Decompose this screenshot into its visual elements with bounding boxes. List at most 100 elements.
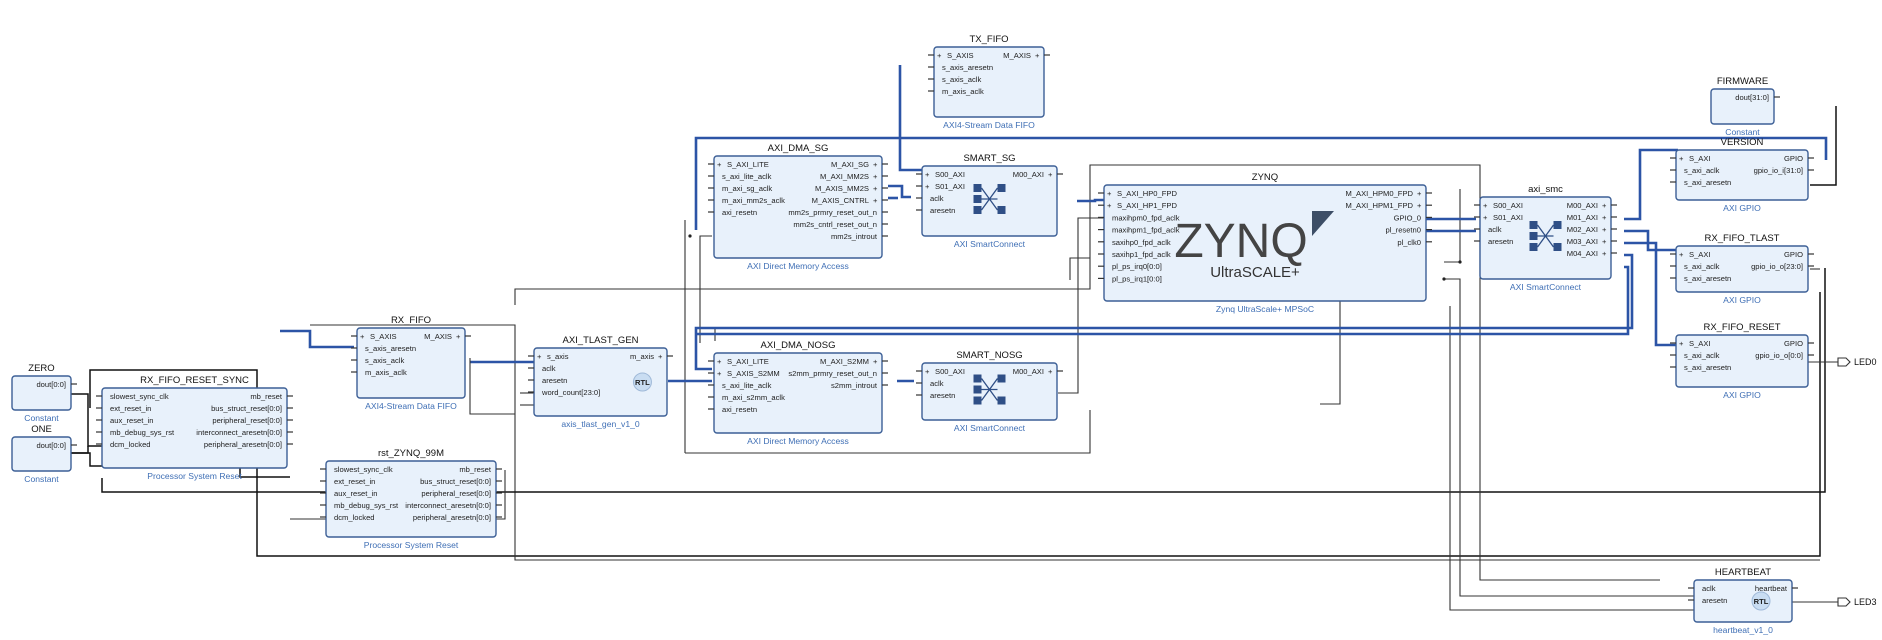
block-subtitle: Processor System Reset: [147, 471, 242, 481]
block-subtitle: AXI SmartConnect: [954, 239, 1026, 249]
block-body[interactable]: [1103, 184, 1427, 302]
block-title: AXI_DMA_SG: [768, 143, 829, 154]
port-s2mm-introut: s2mm_introut: [831, 381, 878, 390]
block-subtitle: Constant: [1725, 127, 1760, 137]
port-m-axi-mm2s: M_AXI_MM2S: [820, 172, 869, 181]
net-wire: [685, 410, 1091, 454]
block-subtitle: AXI4-Stream Data FIFO: [943, 120, 1035, 130]
port-s01-axi: S01_AXI: [935, 182, 965, 191]
port-word-count-23-0: word_count[23:0]: [541, 388, 600, 397]
block-body[interactable]: [933, 46, 1045, 118]
port-expand-icon: +: [1048, 170, 1053, 179]
port-s-axis-aresetn: s_axis_aresetn: [942, 63, 993, 72]
block-body[interactable]: [1675, 334, 1809, 388]
external-port-label: LED0: [1854, 357, 1877, 367]
port-bus-struct-reset-0-0: bus_struct_reset[0:0]: [211, 404, 282, 413]
crossbar-icon: [973, 184, 1006, 214]
port-s-axi: S_AXI: [1689, 250, 1711, 259]
port-dcm-locked: dcm_locked: [334, 513, 375, 522]
port-mb-reset: mb_reset: [250, 392, 283, 401]
port-s-axi-hp1-fpd: S_AXI_HP1_FPD: [1117, 201, 1177, 210]
block-subtitle: AXI Direct Memory Access: [747, 261, 849, 271]
block-body[interactable]: [921, 165, 1058, 237]
port-gpio: GPIO: [1784, 339, 1803, 348]
port-m-axi-hpm0-fpd: M_AXI_HPM0_FPD: [1345, 189, 1413, 198]
port-gpio: GPIO: [1784, 154, 1803, 163]
port-aux-reset-in: aux_reset_in: [110, 416, 153, 425]
block-body[interactable]: [11, 436, 72, 472]
port-maxihpm1-fpd-aclk: maxihpm1_fpd_aclk: [1112, 226, 1180, 235]
block-body[interactable]: [1675, 149, 1809, 201]
port-expand-icon: +: [937, 51, 942, 60]
block-body[interactable]: [1479, 196, 1612, 280]
port-gpio-io-i-31-0: gpio_io_i[31:0]: [1754, 166, 1803, 175]
block-body[interactable]: [1710, 88, 1775, 125]
port-expand-icon: +: [1602, 237, 1607, 246]
port-peripheral-aresetn-0-0: peripheral_aresetn[0:0]: [204, 440, 282, 449]
port-aresetn: aresetn: [1702, 596, 1727, 605]
external-port-led0[interactable]: LED0: [1837, 357, 1877, 367]
block-body[interactable]: [1693, 579, 1793, 623]
port-m00-axi: M00_AXI: [1013, 170, 1044, 179]
block-body[interactable]: [325, 460, 497, 538]
port-m-axis: m_axis: [630, 352, 654, 361]
port-m04-axi: M04_AXI: [1567, 249, 1598, 258]
block-subtitle: Processor System Reset: [364, 540, 459, 550]
block-title: RX_FIFO_RESET: [1703, 322, 1780, 333]
block-body[interactable]: [1675, 245, 1809, 293]
port-s-axi-aresetn: s_axi_aresetn: [1684, 274, 1731, 283]
block-heartbeat[interactable]: HEARTBEATheartbeat_v1_0aclkaresetnheartb…: [1688, 567, 1798, 635]
port-expand-icon: +: [873, 357, 878, 366]
block-body[interactable]: [11, 375, 72, 411]
port-interconnect-aresetn-0-0: interconnect_aresetn[0:0]: [405, 501, 491, 510]
block-body[interactable]: [713, 352, 883, 434]
port-aclk: aclk: [930, 379, 944, 388]
port-m-axi-sg: M_AXI_SG: [831, 160, 869, 169]
port-mm2s-prmry-reset-out-n: mm2s_prmry_reset_out_n: [788, 208, 877, 217]
block-body[interactable]: [713, 155, 883, 259]
port-expand-icon: +: [925, 367, 930, 376]
net-wire: [71, 393, 102, 447]
block-axi-dma-sg[interactable]: AXI_DMA_SG AXI Direct Memory Access S_AXI_…: [708, 143, 888, 271]
port-mb-debug-sys-rst: mb_debug_sys_rst: [334, 501, 399, 510]
port-m-axis-mm2s: M_AXIS_MM2S: [815, 184, 869, 193]
block-body[interactable]: [921, 362, 1058, 421]
port-m00-axi: M00_AXI: [1567, 201, 1598, 210]
block-body[interactable]: [101, 387, 288, 469]
net-wire: [1444, 278, 1700, 597]
port-expand-icon: +: [1417, 189, 1422, 198]
port-s-axis-aresetn: s_axis_aresetn: [365, 344, 416, 353]
port-s-axi-aresetn: s_axi_aresetn: [1684, 178, 1731, 187]
port-aux-reset-in: aux_reset_in: [334, 489, 377, 498]
port-s-axi-lite: S_AXI_LITE: [727, 160, 769, 169]
port-expand-icon: +: [873, 184, 878, 193]
port-aclk: aclk: [1702, 584, 1716, 593]
block-axi-tlast-gen[interactable]: AXI_TLAST_GENaxis_tlast_gen_v1_0s_axis+a…: [528, 335, 673, 429]
external-port-led3[interactable]: LED3: [1837, 597, 1877, 607]
port-dout-31-0: dout[31:0]: [1735, 93, 1769, 102]
net-wire: [1624, 229, 1678, 252]
block-title: AXI_DMA_NOSG: [761, 340, 836, 351]
block-body[interactable]: [533, 347, 668, 417]
port-saxihp0-fpd-aclk: saxihp0_fpd_aclk: [1112, 238, 1171, 247]
block-subtitle: Zynq UltraScale+ MPSoC: [1216, 304, 1314, 314]
block-body[interactable]: [356, 327, 466, 399]
port-gpio-0: GPIO_0: [1394, 213, 1421, 222]
block-title: RX_FIFO_TLAST: [1705, 233, 1780, 244]
